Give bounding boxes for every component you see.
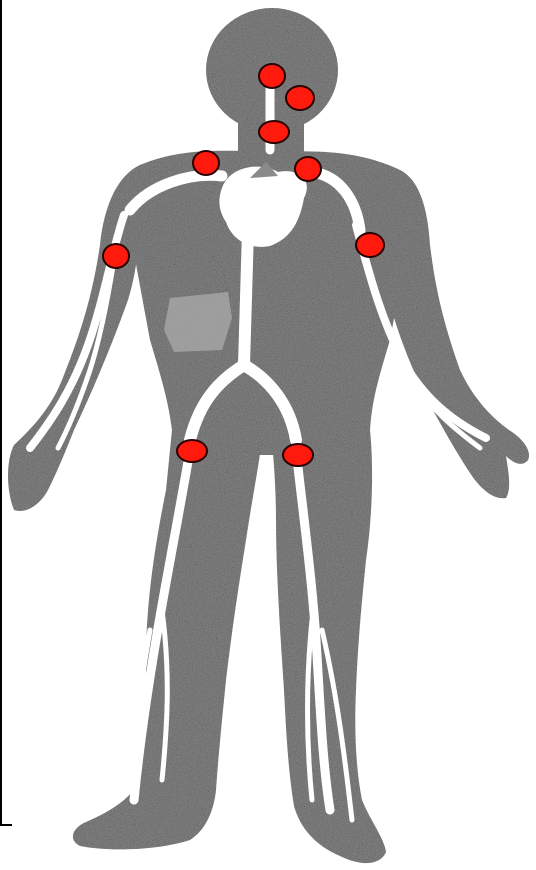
marker-jaw-right: [286, 86, 314, 110]
marker-chin-upper: [259, 64, 285, 88]
marker-arm-left: [103, 244, 129, 268]
marker-shoulder-right: [295, 157, 321, 181]
marker-groin-right: [283, 444, 313, 466]
marker-shoulder-left: [193, 151, 219, 175]
right-arm: [387, 170, 529, 498]
marker-neck: [259, 121, 289, 143]
organ-patch: [164, 292, 232, 352]
marker-groin-left: [177, 440, 207, 462]
marker-arm-right: [356, 233, 384, 257]
aorta: [244, 230, 248, 365]
